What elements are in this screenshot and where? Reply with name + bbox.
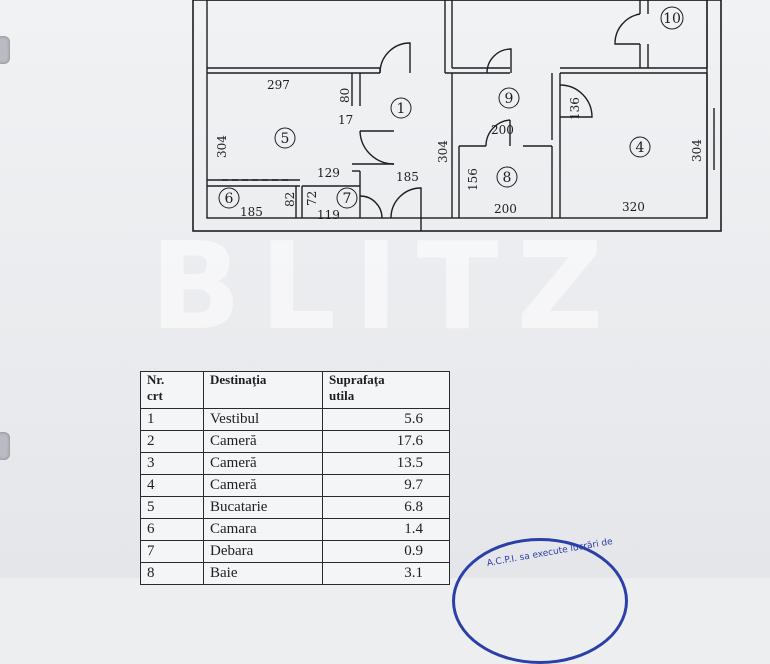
dimension-label: 200 [494, 202, 517, 216]
room-number-6: 6 [225, 191, 234, 207]
watermark: BLITZ [150, 218, 622, 357]
room-number-markers [218, 6, 684, 209]
punch-hole-bottom [0, 432, 10, 460]
dimension-label: 156 [466, 168, 480, 191]
dimension-label: 304 [436, 140, 450, 163]
col-header-destinatia: Destinaţia [203, 371, 323, 409]
room-number-4: 4 [636, 140, 645, 156]
dimension-label: 185 [240, 205, 263, 219]
room-number-labels: 1 4 5 6 7 8 9 10 [225, 11, 681, 207]
dimension-label: 72 [305, 191, 319, 206]
table-header-row: Nr. crt Destinaţia Suprafaţa utila [140, 371, 450, 409]
dimension-label: 80 [338, 88, 352, 103]
dimension-label: 82 [283, 192, 297, 207]
room-number-5: 5 [281, 131, 290, 147]
plan-walls [192, 0, 722, 232]
dimension-label: 129 [317, 166, 340, 180]
dimension-label: 304 [215, 135, 229, 158]
room-number-8: 8 [503, 170, 512, 186]
punch-hole-top [0, 36, 10, 64]
floor-plan: 1 4 5 6 7 8 9 10 297 80 17 304 129 185 8… [192, 0, 722, 232]
dimension-label: 320 [622, 200, 645, 214]
dimension-label: 185 [396, 170, 419, 184]
col-header-suprafata: Suprafaţa utila [322, 371, 450, 409]
room-number-1: 1 [397, 101, 406, 117]
dimension-label: 136 [568, 97, 582, 120]
dimension-label: 297 [267, 78, 290, 92]
dimension-label: 17 [338, 113, 353, 127]
room-number-10: 10 [663, 11, 681, 27]
dimension-label: 304 [690, 139, 704, 162]
col-header-nr: Nr. crt [140, 371, 204, 409]
dimension-label: 200 [491, 123, 514, 137]
room-number-7: 7 [343, 191, 352, 207]
dimension-label: 119 [317, 208, 340, 222]
room-number-9: 9 [505, 91, 514, 107]
dimension-labels: 297 80 17 304 129 185 82 72 119 185 304 … [215, 78, 704, 222]
